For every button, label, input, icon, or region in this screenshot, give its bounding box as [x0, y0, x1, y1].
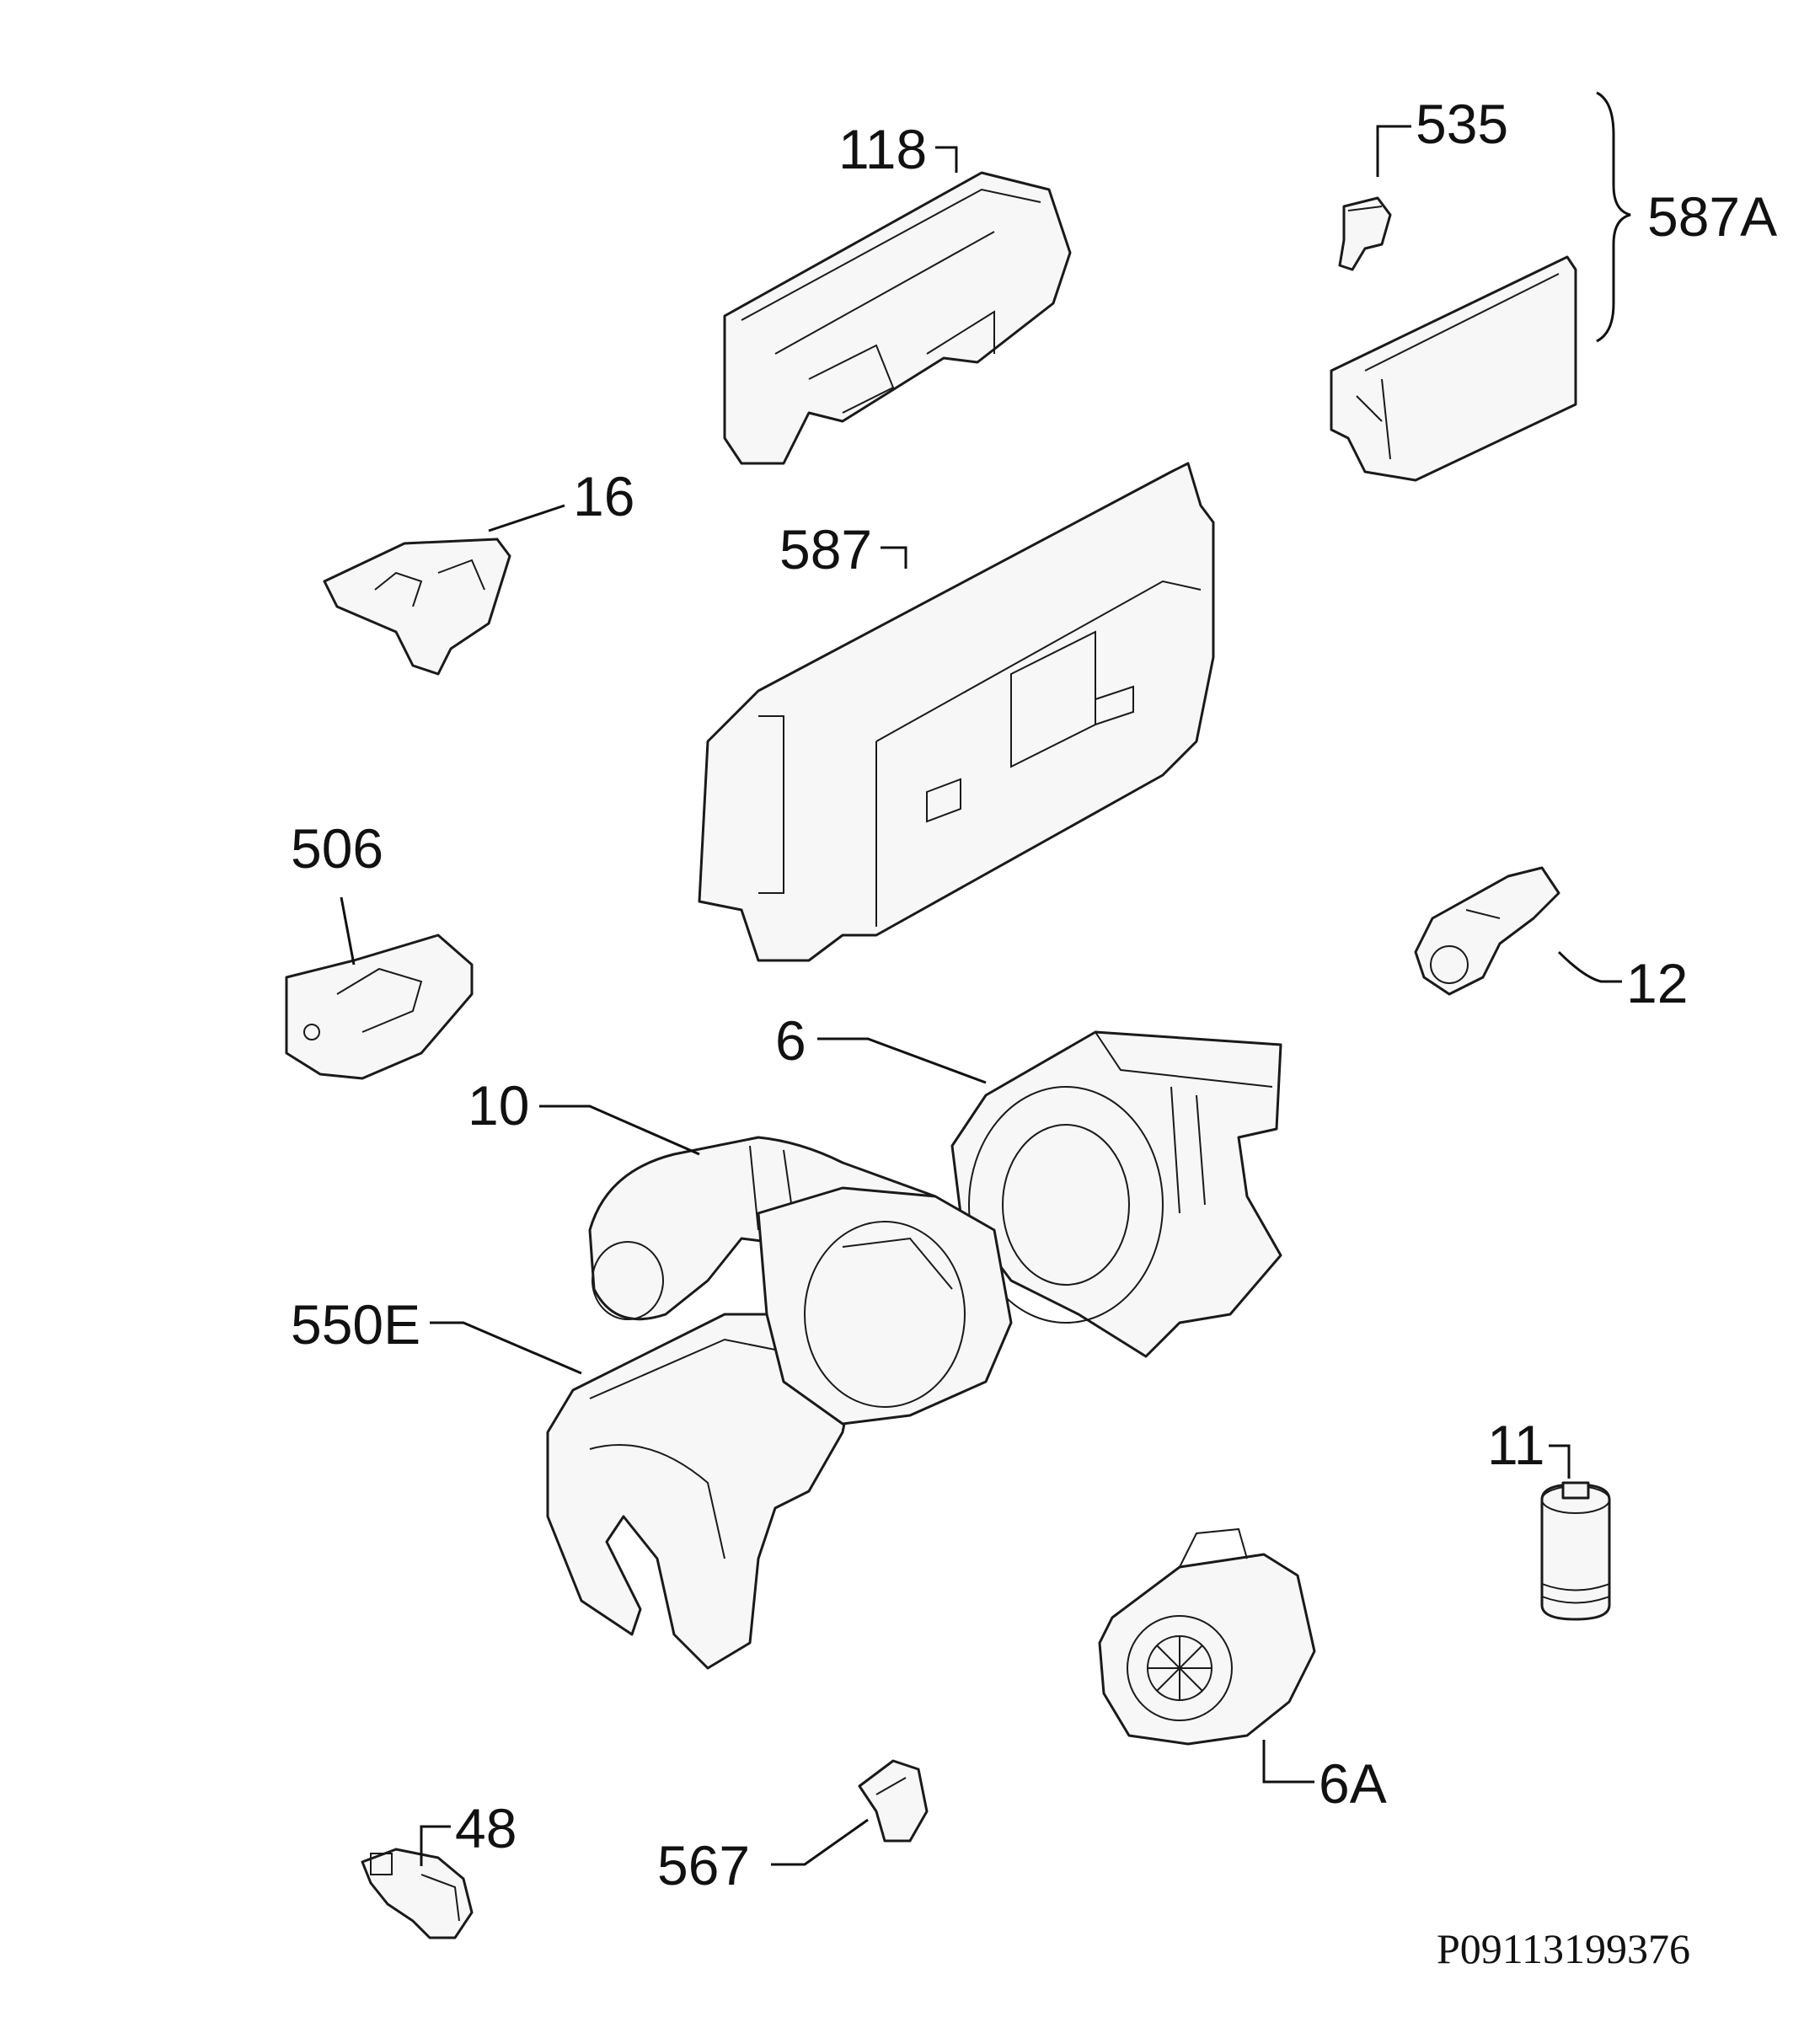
callout-587-label: 587 — [779, 518, 872, 580]
callout-587a: 587A — [1596, 91, 1777, 343]
callout-535-label: 535 — [1416, 93, 1508, 155]
callout-550e-label: 550E — [291, 1293, 420, 1356]
callout-10: 10 — [468, 1074, 700, 1156]
part-11-capacitor — [1540, 1481, 1611, 1621]
part-12-flowmeter — [1414, 866, 1560, 996]
callout-506: 506 — [291, 817, 383, 966]
callout-535: 535 — [1376, 93, 1508, 177]
document-id: P09113199376 — [1437, 1925, 1690, 1972]
callout-567-label: 567 — [657, 1834, 750, 1896]
part-567-clip — [858, 1759, 929, 1843]
callout-587: 587 — [779, 518, 907, 580]
callout-506-label: 506 — [291, 817, 383, 880]
callout-16: 16 — [488, 465, 634, 532]
callout-10-label: 10 — [468, 1074, 529, 1137]
callout-48: 48 — [420, 1797, 517, 1866]
part-6a-drain-pump — [1098, 1527, 1316, 1746]
callout-567: 567 — [657, 1818, 869, 1896]
callout-118: 118 — [838, 118, 958, 180]
callout-550e: 550E — [291, 1293, 582, 1375]
part-118-cover — [723, 171, 1072, 465]
part-48-sensor — [361, 1848, 474, 1939]
callout-6a: 6A — [1262, 1740, 1387, 1815]
part-550e-sump-housing — [546, 1186, 1013, 1670]
callout-11-label: 11 — [1487, 1414, 1545, 1476]
callout-6a-label: 6A — [1319, 1752, 1387, 1815]
callout-12: 12 — [1557, 950, 1688, 1014]
callout-16-label: 16 — [573, 465, 634, 527]
part-535-connector — [1338, 196, 1392, 271]
part-16-switch — [323, 538, 511, 676]
callout-12-label: 12 — [1626, 952, 1688, 1014]
part-587a-module — [1330, 255, 1577, 482]
callout-6: 6 — [775, 1009, 987, 1084]
callout-587a-label: 587A — [1647, 185, 1777, 248]
callout-48-label: 48 — [455, 1797, 517, 1859]
callout-118-label: 118 — [838, 118, 927, 180]
part-587-board — [698, 462, 1215, 962]
callout-6-label: 6 — [775, 1009, 806, 1072]
part-506-sensor — [285, 933, 474, 1080]
callout-11: 11 — [1487, 1414, 1571, 1479]
